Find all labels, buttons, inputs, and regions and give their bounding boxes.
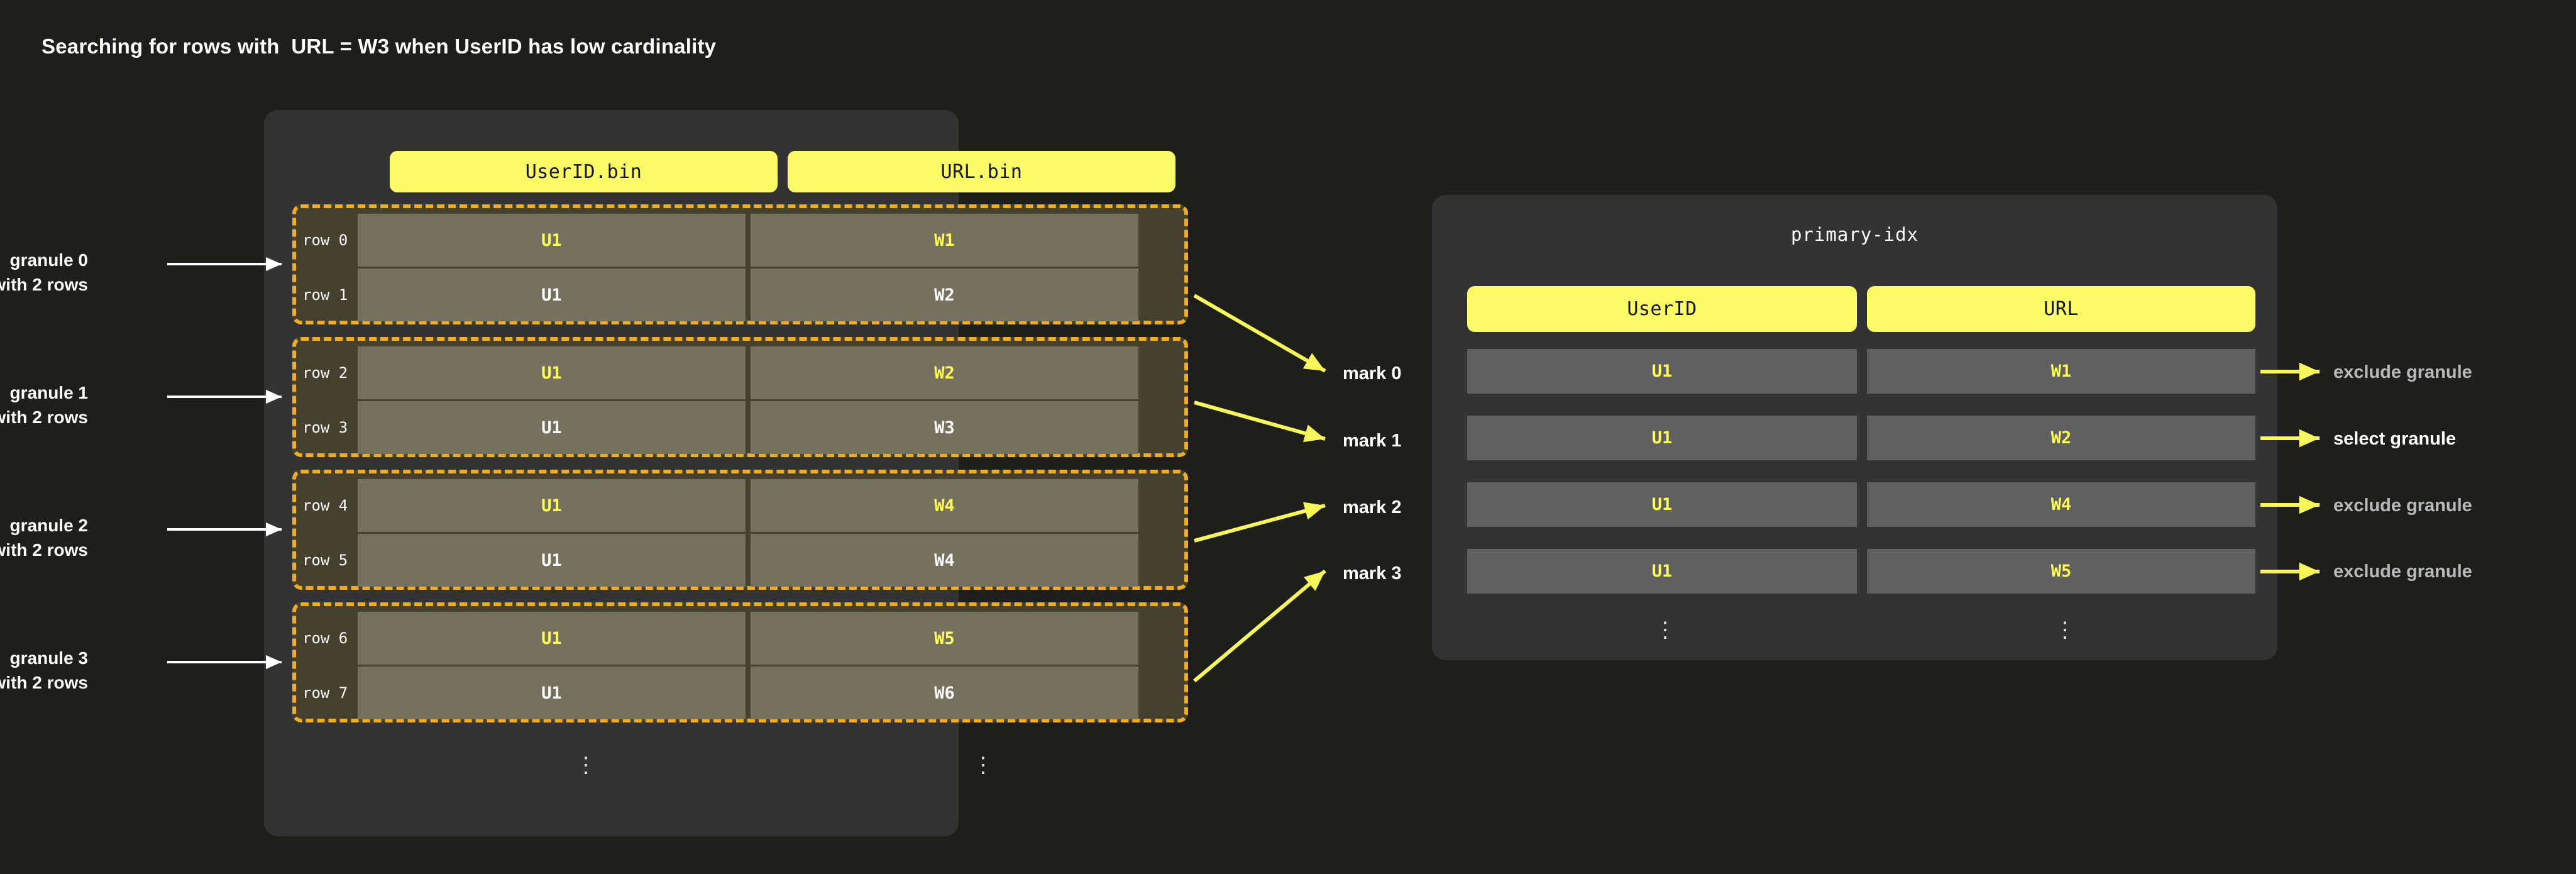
row-label: row 1 bbox=[302, 286, 348, 304]
cell-userid: U1 bbox=[358, 214, 746, 267]
mark-arrow-3 bbox=[1193, 569, 1326, 683]
row-label: row 6 bbox=[302, 629, 348, 647]
cell-url: W3 bbox=[751, 401, 1138, 454]
granule-caption-line1: granule 3 bbox=[9, 648, 88, 668]
table-row: row 2 U1 W2 bbox=[296, 346, 1184, 399]
cell-url: W4 bbox=[751, 479, 1138, 532]
cell-url: W6 bbox=[751, 667, 1138, 719]
decision-label-3: exclude granule bbox=[2333, 561, 2472, 582]
cell-userid: U1 bbox=[358, 268, 746, 321]
granule-caption-line1: granule 0 bbox=[9, 250, 88, 270]
primary-index-title: primary-idx bbox=[1790, 224, 1919, 245]
index-cell-userid: U1 bbox=[1467, 349, 1857, 394]
vertical-ellipsis-icon: ⋮ bbox=[972, 753, 994, 777]
granule-caption-line2: with 2 rows bbox=[0, 407, 88, 427]
table-row: row 6 U1 W5 bbox=[296, 612, 1184, 665]
column-header-userid-bin: UserID.bin bbox=[390, 151, 778, 192]
granule-caption-line2: with 2 rows bbox=[0, 672, 88, 692]
row-label: row 0 bbox=[302, 231, 348, 249]
index-column-header-url: URL bbox=[1867, 286, 2255, 332]
mark-label-1: mark 1 bbox=[1343, 431, 1402, 451]
cell-userid: U1 bbox=[358, 346, 746, 399]
granule-caption-line2: with 2 rows bbox=[0, 274, 88, 294]
table-row: row 5 U1 W4 bbox=[296, 534, 1184, 587]
column-header-url-bin: URL.bin bbox=[788, 151, 1175, 192]
index-cell-userid: U1 bbox=[1467, 549, 1857, 594]
granule-caption-line1: granule 1 bbox=[9, 383, 88, 402]
granule-caption-0: granule 0 with 2 rows bbox=[0, 248, 88, 297]
vertical-ellipsis-icon: ⋮ bbox=[2054, 618, 2076, 642]
granule-box-1[interactable]: row 2 U1 W2 row 3 U1 W3 bbox=[292, 337, 1188, 457]
granule-box-3[interactable]: row 6 U1 W5 row 7 U1 W6 bbox=[292, 602, 1188, 722]
cell-userid: U1 bbox=[358, 479, 746, 532]
page-title: Searching for rows with URL = W3 when Us… bbox=[41, 35, 717, 58]
row-label: row 2 bbox=[302, 364, 348, 382]
cell-url: W2 bbox=[751, 346, 1138, 399]
cell-userid: U1 bbox=[358, 401, 746, 454]
cell-userid: U1 bbox=[358, 667, 746, 719]
mark-arrow-0 bbox=[1193, 294, 1326, 373]
cell-url: W5 bbox=[751, 612, 1138, 665]
index-column-header-userid: UserID bbox=[1467, 286, 1857, 332]
cell-userid: U1 bbox=[358, 534, 746, 587]
table-row: row 3 U1 W3 bbox=[296, 401, 1184, 454]
mark-label-2: mark 2 bbox=[1343, 497, 1402, 517]
granule-caption-1: granule 1 with 2 rows bbox=[0, 381, 88, 429]
decision-label-2: exclude granule bbox=[2333, 495, 2472, 516]
granule-caption-line1: granule 2 bbox=[9, 516, 88, 535]
index-cell-url: W1 bbox=[1867, 349, 2255, 394]
table-row: row 7 U1 W6 bbox=[296, 667, 1184, 719]
index-cell-url: W2 bbox=[1867, 416, 2255, 460]
mark-label-0: mark 0 bbox=[1343, 363, 1402, 384]
index-cell-userid: U1 bbox=[1467, 416, 1857, 460]
vertical-ellipsis-icon: ⋮ bbox=[575, 753, 597, 777]
mark-label-3: mark 3 bbox=[1343, 563, 1402, 584]
table-row: row 4 U1 W4 bbox=[296, 479, 1184, 532]
cell-url: W1 bbox=[751, 214, 1138, 267]
granule-caption-3: granule 3 with 2 rows bbox=[0, 646, 88, 695]
mark-arrow-1 bbox=[1194, 401, 1326, 443]
granule-box-2[interactable]: row 4 U1 W4 row 5 U1 W4 bbox=[292, 470, 1188, 590]
granule-caption-2: granule 2 with 2 rows bbox=[0, 514, 88, 562]
decision-label-1: select granule bbox=[2333, 429, 2457, 449]
index-cell-userid: U1 bbox=[1467, 482, 1857, 527]
index-cell-url: W4 bbox=[1867, 482, 2255, 527]
granule-caption-line2: with 2 rows bbox=[0, 539, 88, 560]
row-label: row 7 bbox=[302, 684, 348, 702]
index-cell-url: W5 bbox=[1867, 549, 2255, 594]
row-label: row 3 bbox=[302, 419, 348, 436]
cell-url: W2 bbox=[751, 268, 1138, 321]
cell-userid: U1 bbox=[358, 612, 746, 665]
row-label: row 5 bbox=[302, 551, 348, 569]
row-label: row 4 bbox=[302, 497, 348, 514]
mark-arrow-2 bbox=[1194, 502, 1326, 543]
table-row: row 0 U1 W1 bbox=[296, 214, 1184, 267]
decision-label-0: exclude granule bbox=[2333, 362, 2472, 382]
table-row: row 1 U1 W2 bbox=[296, 268, 1184, 321]
cell-url: W4 bbox=[751, 534, 1138, 587]
granule-box-0[interactable]: row 0 U1 W1 row 1 U1 W2 bbox=[292, 204, 1188, 324]
vertical-ellipsis-icon: ⋮ bbox=[1654, 618, 1676, 642]
